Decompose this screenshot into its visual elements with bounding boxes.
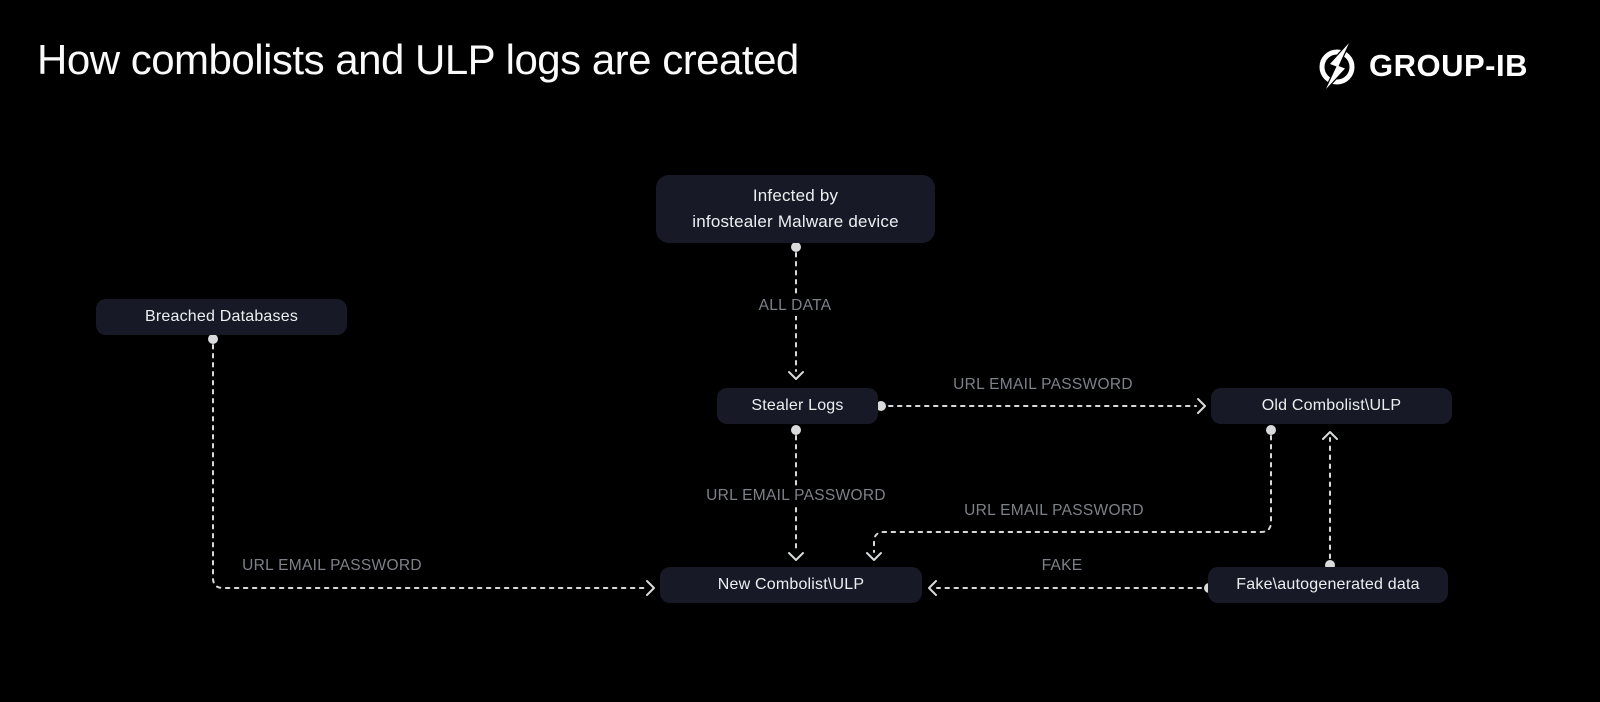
edge-infected-to-stealer [788,242,804,380]
connector-dot [791,425,801,435]
brand-name: GROUP-IB [1369,48,1528,83]
node-infected-device: Infected by infostealer Malware device [656,175,935,243]
arrowhead-down-icon [788,371,804,380]
node-old-combolist: Old Combolist\ULP [1211,388,1452,424]
arrowhead-down-icon [866,552,882,561]
connector-dot [208,334,218,344]
edge-stealer-to-old [876,398,1206,414]
brand-logo: GROUP-IB [1315,42,1528,90]
edge-label-old-to-new: URL EMAIL PASSWORD [957,501,1151,521]
connector-dot [791,242,801,252]
arrowhead-up-icon [1322,431,1338,440]
connector-dot [876,401,886,411]
node-breached-databases: Breached Databases [96,299,347,335]
edge-fake-to-new [928,580,1214,596]
arrowhead-left-icon [928,580,937,596]
edge-label-breached-to-new: URL EMAIL PASSWORD [235,556,429,576]
edge-label-stealer-to-new: URL EMAIL PASSWORD [699,486,893,506]
edge-label-all-data: ALL DATA [751,296,839,316]
arrowhead-right-icon [1197,398,1206,414]
connector-dot [1266,425,1276,435]
arrowhead-down-icon [788,552,804,561]
node-new-combolist: New Combolist\ULP [660,567,922,603]
edge-fake-to-old [1322,431,1338,570]
node-fake-autogenerated-data: Fake\autogenerated data [1208,567,1448,603]
edge-breached-to-new [208,334,655,596]
arrowhead-right-icon [646,580,655,596]
edge-old-to-new [866,425,1276,561]
edge-label-fake: FAKE [1034,556,1090,576]
node-stealer-logs: Stealer Logs [717,388,878,424]
page-title: How combolists and ULP logs are created [37,36,799,83]
edge-label-stealer-to-old: URL EMAIL PASSWORD [946,375,1140,395]
group-ib-logo-icon [1319,42,1355,90]
